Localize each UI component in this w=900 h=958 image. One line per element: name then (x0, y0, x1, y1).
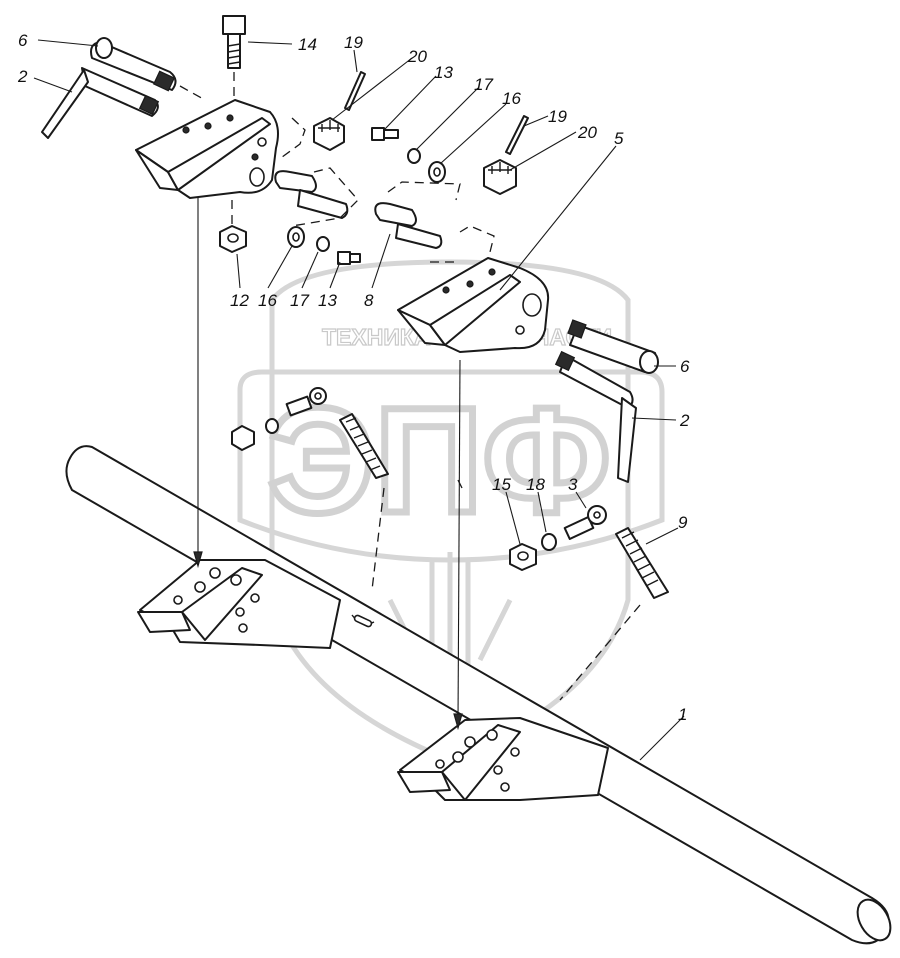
callout-6a: 6 (18, 31, 28, 50)
upper-bracket-left (135, 99, 279, 199)
washer-left (265, 418, 279, 434)
castle-nut-20a (313, 117, 345, 151)
callout-17b: 17 (290, 291, 309, 310)
upper-bracket-right (397, 257, 550, 353)
callout-6b: 6 (680, 357, 690, 376)
callout-2a: 2 (17, 67, 28, 86)
bolt-14 (222, 15, 246, 69)
cotter-pin-19a (344, 71, 366, 111)
callout-14: 14 (298, 35, 317, 54)
callout-8: 8 (364, 291, 374, 310)
callout-17a: 17 (474, 75, 493, 94)
pin-upper-left (90, 37, 177, 92)
callout-18: 18 (526, 475, 545, 494)
callout-13b: 13 (318, 291, 337, 310)
callout-19a: 19 (344, 33, 363, 52)
callout-20a: 20 (407, 47, 427, 66)
assembly-guide-lines (179, 72, 641, 701)
callout-9: 9 (678, 513, 688, 532)
pin-lower-right (567, 319, 659, 374)
eye-bolt-left (285, 387, 327, 417)
handle-upper-left (41, 67, 160, 139)
assembly-arrow-right (453, 359, 463, 731)
spring-clip-lower (374, 202, 443, 249)
callout-5: 5 (614, 129, 624, 148)
lock-washer-17b (316, 236, 330, 252)
spring-clip-upper (274, 170, 349, 219)
watermark-shield-outline (269, 259, 631, 763)
bolt-13b (337, 251, 361, 265)
watermark-logo-frame (237, 369, 665, 563)
axle-bracket-left (137, 559, 341, 649)
axle-bracket-right (397, 717, 609, 801)
lock-washer-17a (407, 148, 421, 164)
bolt-13a (371, 127, 399, 141)
nut-left (231, 425, 255, 451)
callout-leaders (33, 39, 685, 761)
eye-bolt-3 (563, 505, 607, 540)
spring-left (339, 413, 389, 479)
callout-13a: 13 (434, 63, 453, 82)
callout-16b: 16 (258, 291, 277, 310)
callout-19b: 19 (548, 107, 567, 126)
callout-3: 3 (568, 475, 578, 494)
assembly-arrow-left (193, 198, 203, 569)
nut-12 (219, 225, 247, 253)
callout-16a: 16 (502, 89, 521, 108)
callout-labels: 6 2 14 19 20 13 17 16 19 20 5 12 16 17 1… (17, 31, 690, 724)
cotter-pin-19b (505, 115, 529, 155)
handle-lower-right (554, 350, 637, 483)
callout-2b: 2 (679, 411, 690, 430)
castle-nut-20b (483, 159, 517, 195)
callout-1: 1 (678, 705, 687, 724)
washer-18 (541, 533, 557, 551)
callout-15: 15 (492, 475, 511, 494)
nut-15 (509, 543, 537, 571)
callout-20b: 20 (577, 123, 597, 142)
callout-12: 12 (230, 291, 249, 310)
spring-9 (615, 527, 669, 599)
